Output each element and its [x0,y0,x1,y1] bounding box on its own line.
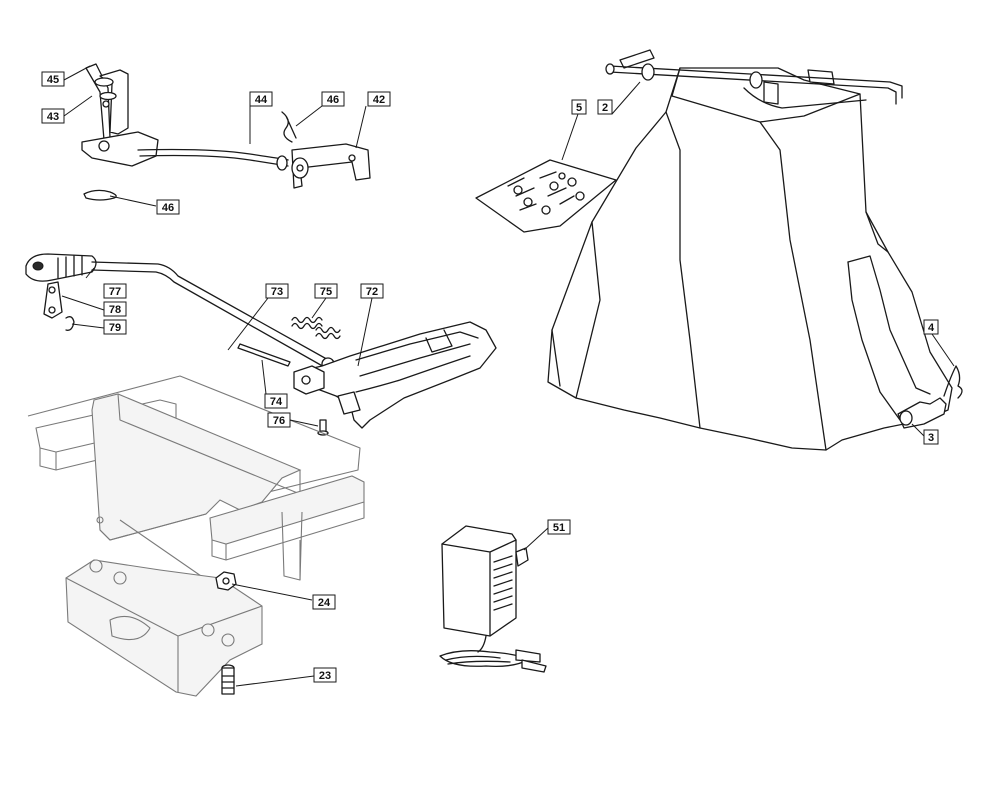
lift-handle-assembly [25,253,497,436]
callout-5: 5 [571,99,587,115]
callout-3-label: 3 [928,432,934,444]
callout-72: 72 [360,283,384,299]
callout-76: 76 [267,412,291,428]
callout-74-label: 74 [270,396,283,408]
callout-73-label: 73 [271,286,283,298]
lift-linkage-assembly [81,63,371,201]
callout-24-label: 24 [318,597,331,609]
callout-51: 51 [547,519,571,535]
callout-46-lower: 46 [156,199,180,215]
leader-lines [61,65,955,687]
callout-77: 77 [103,283,127,299]
callout-73: 73 [265,283,289,299]
callout-3: 3 [923,429,939,445]
callout-72-label: 72 [366,286,378,298]
callout-5-label: 5 [576,102,582,114]
callout-79-label: 79 [109,322,121,334]
callout-75: 75 [314,283,338,299]
callout-74: 74 [264,393,288,409]
callout-46-upper-label: 46 [327,94,339,106]
callout-46-upper: 46 [321,91,345,107]
callout-2: 2 [597,99,613,115]
callout-51-label: 51 [553,522,565,534]
callout-45-label: 45 [47,74,59,86]
tractor-frame-ghost [27,375,365,601]
callout-24: 24 [312,594,336,610]
battery-ghost [65,559,263,697]
callout-78: 78 [103,301,127,317]
callout-2-label: 2 [602,102,608,114]
callout-4: 4 [923,319,939,335]
callout-43-label: 43 [47,111,59,123]
bolt-23-part [221,664,235,695]
callout-44-label: 44 [255,94,268,106]
callout-79: 79 [103,319,127,335]
bag-frame-tube-part [605,49,903,109]
callout-77-label: 77 [109,286,121,298]
hardware-bag-part [475,159,617,233]
callout-44: 44 [249,91,273,107]
hinge-pin-part [897,365,963,429]
battery-charger-part [439,525,547,673]
callout-43: 43 [41,108,65,124]
callout-23-label: 23 [319,670,331,682]
callout-42-label: 42 [373,94,385,106]
callout-23: 23 [313,667,337,683]
callout-75-label: 75 [320,286,332,298]
callout-45: 45 [41,71,65,87]
callout-4-label: 4 [928,322,935,334]
callout-42: 42 [367,91,391,107]
callout-78-label: 78 [109,304,121,316]
nut-24-part [215,571,237,591]
callout-46-lower-label: 46 [162,202,174,214]
grass-catcher-bag-part [547,67,953,451]
callout-76-label: 76 [273,415,285,427]
